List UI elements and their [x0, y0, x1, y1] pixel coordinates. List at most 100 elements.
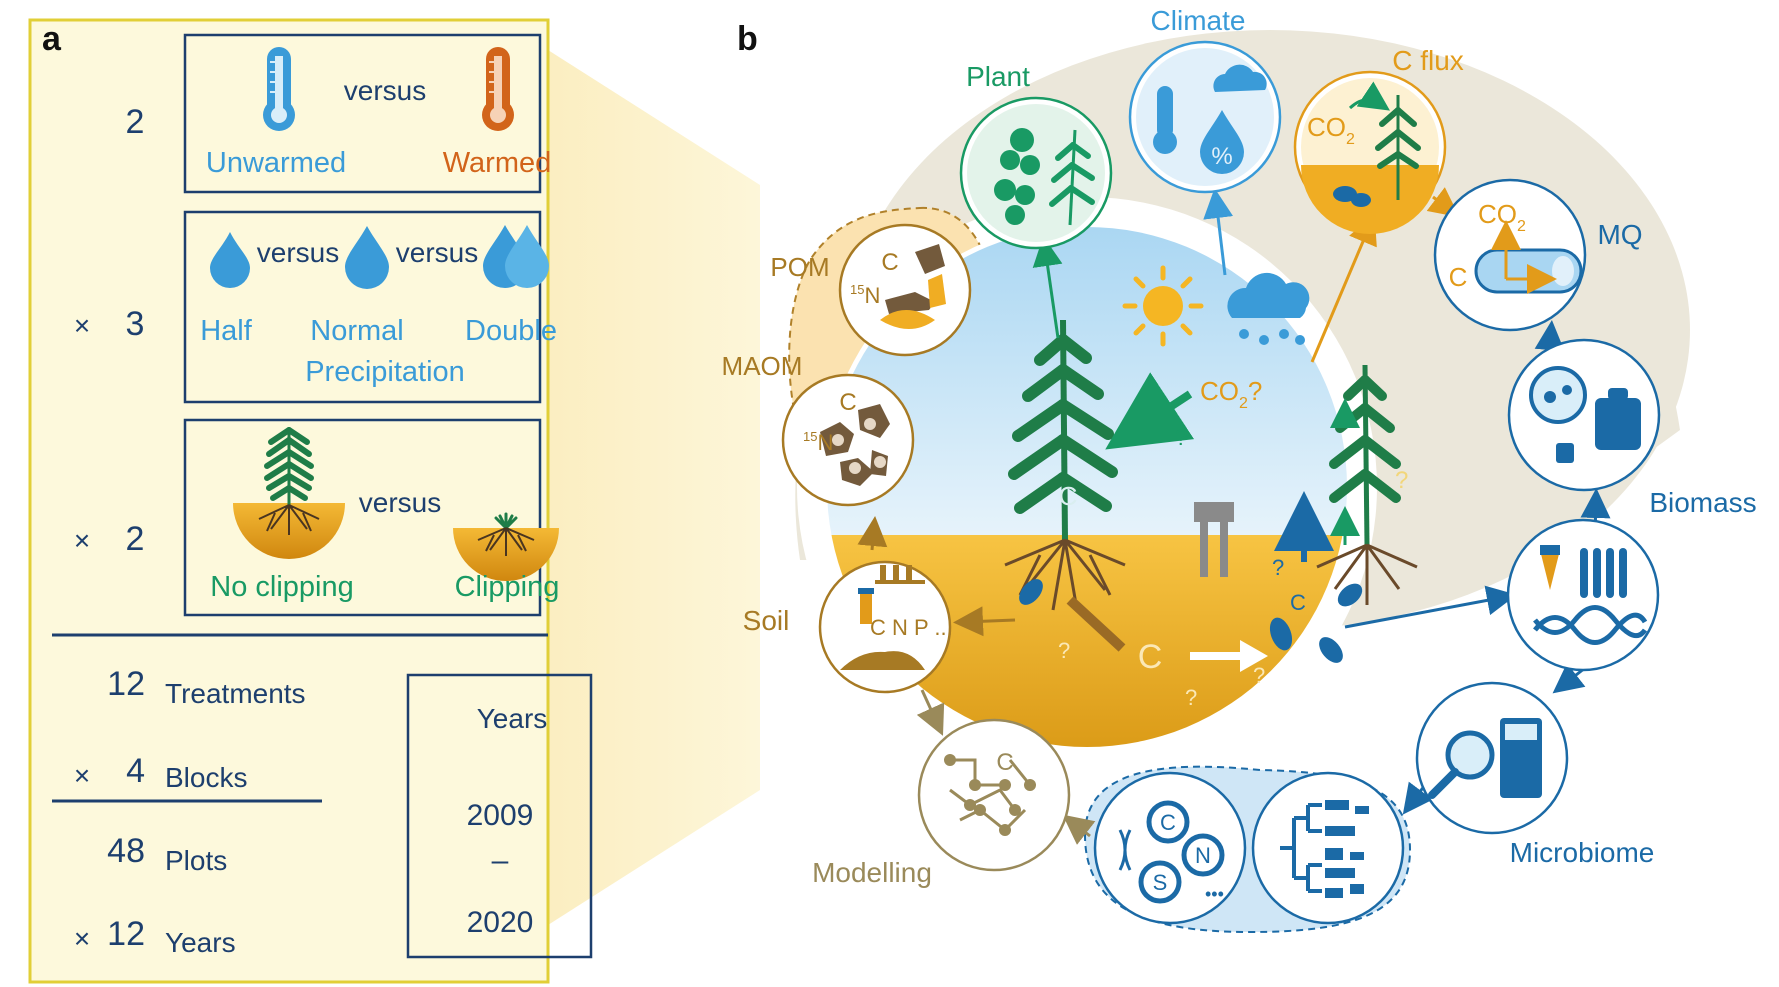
- temperature-count: 2: [126, 103, 145, 141]
- regrowth-question-mark: ?: [1395, 467, 1408, 494]
- sun-icon: [1122, 265, 1204, 347]
- thermometer-cool-icon: [263, 47, 295, 131]
- totals: 12 Treatments × 4 Blocks 48 Plots × 12 Y…: [52, 665, 322, 958]
- rain-cloud-icon: [1227, 272, 1310, 345]
- soil-to-maom-arrow: [857, 516, 888, 551]
- growth-question: ?: [1272, 555, 1284, 580]
- co2-uptake-arrow: [1105, 372, 1195, 450]
- clipping-multiplier: ×: [74, 525, 90, 556]
- plant-carbon-label: C: [1059, 481, 1078, 511]
- temperature-treatment: 2 versus: [126, 33, 552, 194]
- cflux-node: CO2 C flux: [1293, 45, 1464, 234]
- plant-node: Plant: [959, 61, 1113, 250]
- cycle-carbon: C: [1160, 810, 1176, 835]
- panel-a-letter: a: [42, 20, 62, 58]
- droplet-small-icon: [210, 232, 250, 288]
- precip-versus-2: versus: [396, 237, 478, 268]
- biomass-node: Biomass: [1507, 338, 1757, 518]
- warmed-label: Warmed: [443, 147, 552, 179]
- clipping-treatment: × 2 versus No clipping Clipping: [74, 418, 560, 617]
- unclipped-plant-icon: [233, 427, 345, 559]
- maom-node: C 15N MAOM: [722, 351, 915, 507]
- clipping-label: Clipping: [455, 571, 560, 603]
- years-box-start: 2009: [467, 799, 534, 832]
- carbon-to-microbe-arrow: [1190, 640, 1268, 672]
- plots-number: 48: [107, 832, 145, 870]
- soil-question-1: ?: [1058, 638, 1070, 663]
- dna-tools-node: [1506, 518, 1660, 672]
- to-plant-arrow: [1032, 236, 1063, 339]
- cflux-to-mq-arrow: [1426, 187, 1460, 218]
- blocks-multiplier: ×: [74, 760, 90, 791]
- precip-caption: Precipitation: [305, 356, 465, 388]
- pom-node-label: POM: [770, 252, 829, 282]
- mq-carbon: C: [1449, 262, 1468, 292]
- modelling-node: C Modelling: [812, 718, 1071, 888]
- clipping-count: 2: [126, 520, 145, 558]
- cflux-co2: CO2: [1307, 112, 1355, 148]
- years-number: 12: [107, 915, 145, 953]
- temperature-box: [183, 33, 542, 194]
- biomass-to-mq-arrow: [1534, 320, 1565, 352]
- root-carbon-arrow: [1066, 596, 1126, 652]
- maom-carbon: C: [839, 389, 856, 416]
- cflux-node-label: C flux: [1392, 45, 1464, 76]
- cycle-sulfur: S: [1153, 870, 1168, 895]
- cycle-nitrogen: N: [1195, 843, 1211, 868]
- years-multiplier: ×: [74, 923, 90, 954]
- droplet-medium-icon: [345, 226, 389, 289]
- soil-node-label: Soil: [743, 605, 790, 636]
- microbe-carbon-label: C: [1290, 590, 1306, 615]
- soil-to-modelling-arrow: [916, 689, 945, 736]
- years-box-dash: –: [492, 844, 509, 877]
- soil-cnp-label: C N P ...: [870, 615, 953, 640]
- years-box-title: Years: [477, 703, 548, 734]
- tall-plant-icon: C: [1004, 319, 1126, 611]
- temperature-versus: versus: [344, 75, 426, 106]
- to-microbiome-arrow: [1344, 585, 1517, 629]
- microbiome-node: Microbiome: [1415, 681, 1655, 868]
- microbe-icon: [1019, 579, 1363, 663]
- nutrient-cycles-node: C N S •••: [1093, 771, 1247, 925]
- cycle-more-dots: •••: [1205, 884, 1224, 904]
- zoom-wedge: [548, 50, 760, 925]
- mq-node: CO2 C MQ: [1433, 178, 1643, 332]
- panel-b: b: [722, 5, 1757, 934]
- modelling-node-label: Modelling: [812, 857, 932, 888]
- maom-node-label: MAOM: [722, 351, 803, 381]
- precip-double-label: Double: [465, 315, 557, 347]
- precip-normal-label: Normal: [310, 315, 403, 347]
- years-label: Years: [165, 927, 236, 958]
- clipping-versus: versus: [359, 487, 441, 518]
- phylogeny-node: [1251, 771, 1405, 925]
- plots-label: Plots: [165, 845, 227, 876]
- pom-node: C 15N POM: [770, 223, 972, 357]
- to-cflux-arrow: [1310, 213, 1377, 363]
- biomass-node-label: Biomass: [1649, 487, 1756, 518]
- mq-co2: CO2: [1478, 199, 1526, 235]
- no-clipping-label: No clipping: [210, 571, 353, 603]
- soil-question-3: ?: [1253, 663, 1265, 688]
- precip-half-label: Half: [200, 315, 253, 347]
- to-climate-arrow: [1203, 188, 1234, 276]
- microbiome-node-label: Microbiome: [1510, 837, 1655, 868]
- treatments-label: Treatments: [165, 678, 306, 709]
- maom-n15: 15N: [803, 429, 833, 455]
- co2-uptake-question: ?: [1175, 425, 1187, 450]
- unwarmed-label: Unwarmed: [206, 147, 346, 179]
- climate-node-label: Climate: [1151, 5, 1246, 36]
- regrowth-plant-icon: ?: [1316, 364, 1418, 605]
- blocks-number: 4: [126, 752, 145, 790]
- modelling-carbon: C: [996, 749, 1013, 776]
- soil-probe-icon: [1194, 502, 1234, 577]
- clipping-box: [183, 418, 542, 617]
- years-box: Years 2009 – 2020: [406, 673, 593, 959]
- soil-carbon-label: C: [1138, 638, 1163, 676]
- droplet-double-icon: [483, 225, 549, 288]
- humidity-percent: %: [1211, 143, 1232, 170]
- precipitation-box: [183, 210, 542, 404]
- process-to-modelling-arrow: [1062, 814, 1096, 845]
- treatments-number: 12: [107, 665, 145, 703]
- pom-carbon: C: [881, 249, 898, 276]
